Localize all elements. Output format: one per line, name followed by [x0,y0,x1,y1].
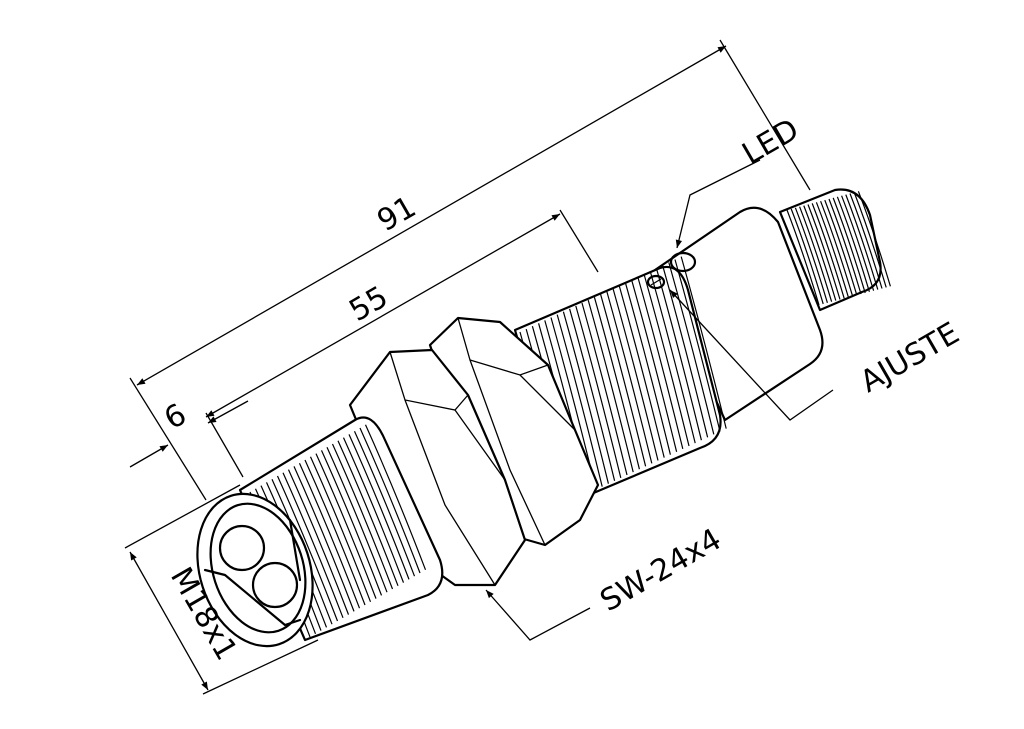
thread-line [794,207,828,303]
ext-line-rear [719,39,811,191]
thread-line [836,196,870,292]
lens-top [218,524,266,572]
thread-line [298,462,361,609]
led-leader [675,159,761,249]
thread-line [803,205,837,301]
thread-line [845,194,879,290]
thread-line [331,443,394,590]
wrench-leader [485,589,591,641]
thread-line [824,199,858,296]
thread-line [832,197,866,294]
thread-line [342,437,405,583]
thread-line [320,450,383,596]
thread-line [282,472,344,619]
ext-line-front [129,377,207,501]
thread-line [348,434,410,580]
thread-line [359,427,421,574]
thread-line [790,208,824,305]
lens-bottom [251,561,299,609]
thread-line [857,191,891,287]
sensor-body [196,188,891,648]
led-label: LED [737,112,805,172]
thread-line [276,475,339,622]
thread-line [315,453,377,599]
thread-line [807,204,841,300]
thread-line [293,466,355,612]
dim-55-label: 55 [344,280,395,329]
thread-line [853,192,887,288]
dimension-lines [124,39,834,695]
dim-line-m18 [129,551,209,691]
thread-line [811,203,845,299]
thread-line [815,202,849,298]
adjust-label: AJUSTE [855,316,966,400]
thread-line [364,424,427,571]
thread-line [309,456,372,603]
adjust-leader [669,289,834,421]
thread-line [828,198,862,295]
thread-line [799,206,833,302]
thread-line [337,440,399,587]
connector-threads [786,191,891,306]
thread-line [287,469,350,615]
dim-line-55 [205,213,561,418]
thread-line [786,209,820,306]
wrench-size-label: SW-24x4 [595,522,728,619]
thread-line [841,195,875,291]
thread-line [304,459,366,606]
thread-line [820,200,854,297]
thread-line [353,430,416,577]
thread-line [326,446,388,593]
dim-91-label: 91 [372,190,423,239]
thread-line [849,193,883,289]
